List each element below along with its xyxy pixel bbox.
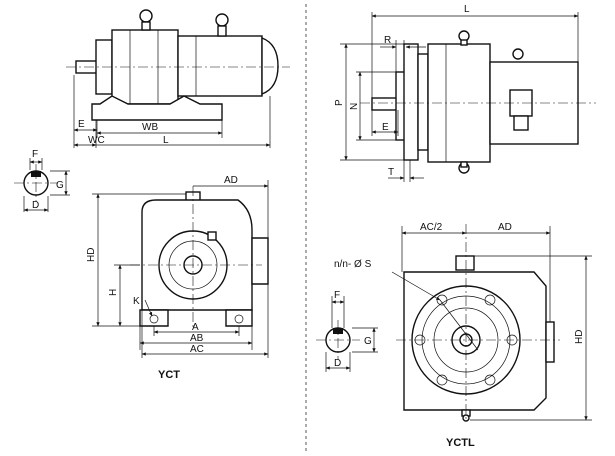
yctl-dim-L: L xyxy=(464,4,470,15)
yctl-key-F: F xyxy=(334,290,340,301)
yctl-key-G: G xyxy=(364,336,372,347)
yctl-dim-HD: HD xyxy=(574,330,585,344)
yctl-lifting-eye xyxy=(512,48,524,60)
yctl-dim-N: N xyxy=(349,103,360,110)
yctl-shaft xyxy=(371,97,399,111)
yctl-front-view: n/n- Ø S AC/2 AD HD xyxy=(334,222,592,422)
yctl-key-section: F G D xyxy=(316,290,378,372)
yct-dim-WC: WC xyxy=(88,135,105,146)
yct-key-D: D xyxy=(32,200,39,211)
yct-dim-K: K xyxy=(133,296,140,307)
yctl-dim-E: E xyxy=(382,122,389,133)
yct-key-G: G xyxy=(56,180,64,191)
yctl-dim-R: R xyxy=(384,35,391,46)
yct-base xyxy=(91,95,223,121)
yct-lifting-eye-1 xyxy=(139,9,153,23)
yctl-dim-nS: n/n- Ø S xyxy=(334,259,372,270)
yct-front-view: AD HD H K A AB AC xyxy=(86,175,269,358)
yctl-bolt-hole xyxy=(484,374,496,386)
yct-dim-WB: WB xyxy=(142,122,158,133)
yct-side-view: E WB WC L xyxy=(66,9,290,148)
yct-dim-AC: AC xyxy=(190,344,204,355)
yct-lifting-eye-2 xyxy=(215,13,229,27)
yct-key-F: F xyxy=(32,149,38,160)
yct-motor-body xyxy=(177,35,263,97)
yct-dim-E: E xyxy=(78,119,85,130)
yctl-bolt-hole xyxy=(484,294,496,306)
yct-dim-AD: AD xyxy=(224,175,238,186)
yctl-key-D: D xyxy=(334,358,341,369)
yctl-caption: YCTL xyxy=(446,437,475,449)
yct-key-section: F G D xyxy=(14,149,70,212)
yct-dim-L: L xyxy=(163,135,169,146)
yct-dim-A: A xyxy=(192,322,199,333)
yct-dim-HD: HD xyxy=(86,248,97,262)
yct-dim-AB: AB xyxy=(190,333,204,344)
yctl-flange xyxy=(403,43,419,161)
yct-dim-H: H xyxy=(108,289,119,296)
yct-caption: YCT xyxy=(158,369,180,381)
yctl-dim-P: P xyxy=(334,99,345,106)
yctl-side-view: L R P N E T xyxy=(334,4,596,182)
yctl-dim-T: T xyxy=(388,167,394,178)
yctl-dim-AD: AD xyxy=(498,222,512,233)
yctl-bolt-hole xyxy=(436,374,448,386)
yctl-dim-AC2: AC/2 xyxy=(420,222,443,233)
